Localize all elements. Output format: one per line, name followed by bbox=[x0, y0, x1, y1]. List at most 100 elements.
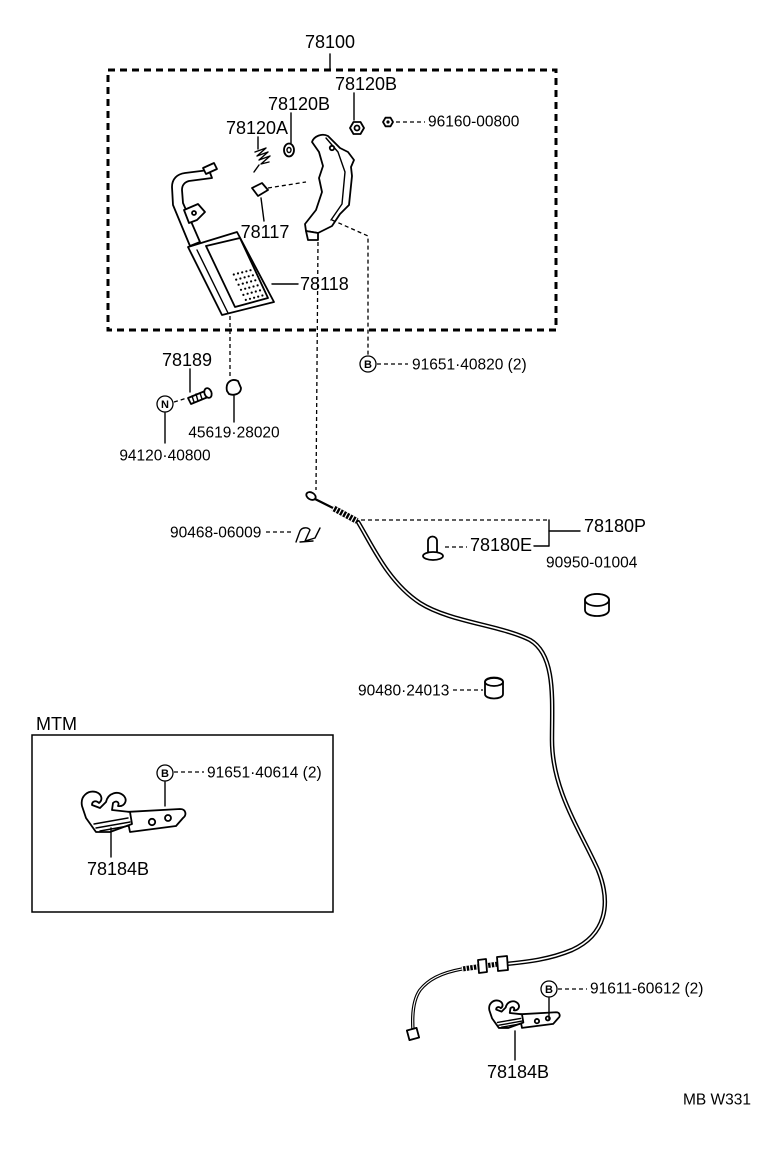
diagram-code: MB W331 bbox=[683, 1092, 751, 1109]
cable-lower-core bbox=[412, 968, 463, 1031]
pedal-lever-arm bbox=[171, 169, 213, 247]
clip-90468 bbox=[295, 527, 321, 543]
cushion-45619-label: 45619·28020 bbox=[188, 425, 280, 442]
pedal-lever-pin bbox=[191, 210, 197, 216]
bolt-marker-circle bbox=[156, 764, 174, 782]
pedal-lever-stud bbox=[202, 162, 218, 175]
stopper-group: 78189 N 94120·40800 45619·28020 bbox=[119, 350, 280, 465]
pedal-bracket-tab bbox=[305, 230, 319, 241]
cable-assembly-label: 78180P bbox=[584, 516, 646, 536]
pad-dot bbox=[243, 276, 246, 279]
pad-dot bbox=[232, 273, 235, 276]
bolt-91651-40614-label: 91651·40614 (2) bbox=[207, 765, 322, 782]
plug-90950-callout: 90950-01004 bbox=[546, 555, 638, 617]
nut-to-bolt-dash bbox=[173, 397, 188, 403]
nut-marker-circle bbox=[156, 395, 174, 413]
pedal-pad-rubber bbox=[205, 237, 269, 308]
stopper-bolt-threads bbox=[191, 392, 203, 403]
pad-dot bbox=[256, 284, 259, 287]
cable-thread-upper-marks bbox=[331, 505, 359, 524]
bolt-91651-40820-callout: B 91651·40820 (2) bbox=[359, 355, 527, 374]
pad-dot bbox=[239, 288, 243, 291]
pad-dot bbox=[257, 295, 260, 298]
pedal-assembly-boundary bbox=[106, 68, 558, 332]
nut-marker-letter: N bbox=[161, 399, 169, 411]
pedal-assembly-label: 78100 bbox=[305, 32, 355, 52]
pad-dot bbox=[261, 294, 264, 297]
cable-sheath-core bbox=[357, 521, 606, 965]
bolt-marker-letter: B bbox=[161, 768, 169, 780]
pedal-spring-end bbox=[253, 164, 260, 173]
accelerator-cable bbox=[305, 491, 607, 1042]
stopper-lower-label: 78120B bbox=[268, 94, 330, 114]
nut-94120-label: 94120·40800 bbox=[119, 448, 211, 465]
pad-dot bbox=[254, 279, 257, 282]
pad-dot bbox=[242, 293, 245, 296]
pad-dot bbox=[237, 283, 240, 286]
stopper-lower-washer-hole bbox=[286, 146, 292, 154]
pedal-pad-edge bbox=[196, 249, 229, 314]
cable-lower-sheath bbox=[410, 967, 463, 1031]
cable-inner-rod bbox=[314, 498, 334, 509]
pad-dot bbox=[247, 275, 250, 278]
pad-dot bbox=[248, 297, 252, 300]
pad-dot bbox=[250, 280, 253, 283]
pedal-bracket-hole bbox=[328, 144, 336, 152]
pad-dot bbox=[254, 290, 257, 293]
pad-dot bbox=[244, 298, 247, 301]
cable-clamp-stem bbox=[427, 535, 438, 554]
bolt-marker-letter: B bbox=[364, 359, 372, 371]
pad-dot bbox=[246, 292, 249, 295]
pedal-pad-label: 78118 bbox=[300, 274, 349, 294]
stopper-bolt-label: 78189 bbox=[162, 350, 212, 370]
mtm-section: MTM B 91651·40614 (2) 78184B bbox=[31, 714, 334, 913]
pedal-spring-label: 78120A bbox=[226, 118, 288, 138]
bracket-main-label: 78184B bbox=[487, 1062, 549, 1082]
pad-dot bbox=[251, 274, 254, 277]
spring-clip-link bbox=[267, 181, 307, 189]
grommet-90480-label: 90480·24013 bbox=[358, 683, 449, 700]
pad-dot bbox=[245, 270, 248, 273]
bracket-mtm-label: 78184B bbox=[87, 859, 149, 879]
mtm-box bbox=[31, 734, 334, 913]
spring-clip-leader bbox=[260, 197, 265, 222]
mtm-heading: MTM bbox=[36, 714, 77, 734]
cable-clamp-label: 78180E bbox=[470, 535, 532, 555]
bolt-91611-label: 91611-60612 (2) bbox=[590, 981, 703, 998]
pad-dot bbox=[236, 272, 240, 275]
pedal-bracket-plate bbox=[304, 133, 355, 234]
bolt-marker-letter: B bbox=[545, 984, 553, 996]
pad-dot bbox=[250, 291, 253, 294]
pad-dot bbox=[239, 277, 242, 280]
bolt-91651-40820-label: 91651·40820 (2) bbox=[412, 357, 527, 374]
pedal-spring-coil bbox=[254, 147, 271, 165]
nut-96160-center bbox=[386, 120, 390, 124]
cable-outer-sheath bbox=[355, 519, 607, 967]
bolt-marker-circle bbox=[540, 980, 558, 998]
stopper-bolt-head bbox=[203, 387, 213, 399]
pedal-pad-dots bbox=[232, 269, 264, 301]
nut-96160-label: 96160-00800 bbox=[428, 114, 520, 131]
clip-90468-label: 90468-06009 bbox=[170, 525, 261, 542]
cable-assembly-callout: 78180P 78180E bbox=[361, 516, 646, 561]
pad-dot bbox=[248, 286, 251, 289]
cable-adjuster-locknut bbox=[477, 958, 488, 974]
clip-90468-callout: 90468-06009 bbox=[170, 525, 321, 543]
pedal-lever bbox=[171, 162, 218, 247]
pedal-assembly-group: 78100 bbox=[106, 32, 558, 332]
bracket-mtm bbox=[80, 790, 187, 833]
pad-dot bbox=[235, 278, 238, 281]
pad-dot bbox=[245, 281, 248, 284]
cable-adjuster-nut bbox=[496, 955, 509, 972]
pad-dot bbox=[241, 282, 244, 285]
plug-90950-face bbox=[584, 593, 610, 607]
bracket-main-section: B 91611-60612 (2) 78184B bbox=[487, 980, 703, 1082]
pad-dot bbox=[253, 296, 256, 299]
plug-90950-label: 90950-01004 bbox=[546, 555, 638, 572]
stopper-upper-label: 78120B bbox=[335, 74, 397, 94]
pad-dot bbox=[244, 287, 247, 290]
stopper-lower-washer bbox=[283, 142, 295, 158]
pad-dot bbox=[258, 289, 262, 292]
grommet-90480-top bbox=[484, 677, 504, 687]
